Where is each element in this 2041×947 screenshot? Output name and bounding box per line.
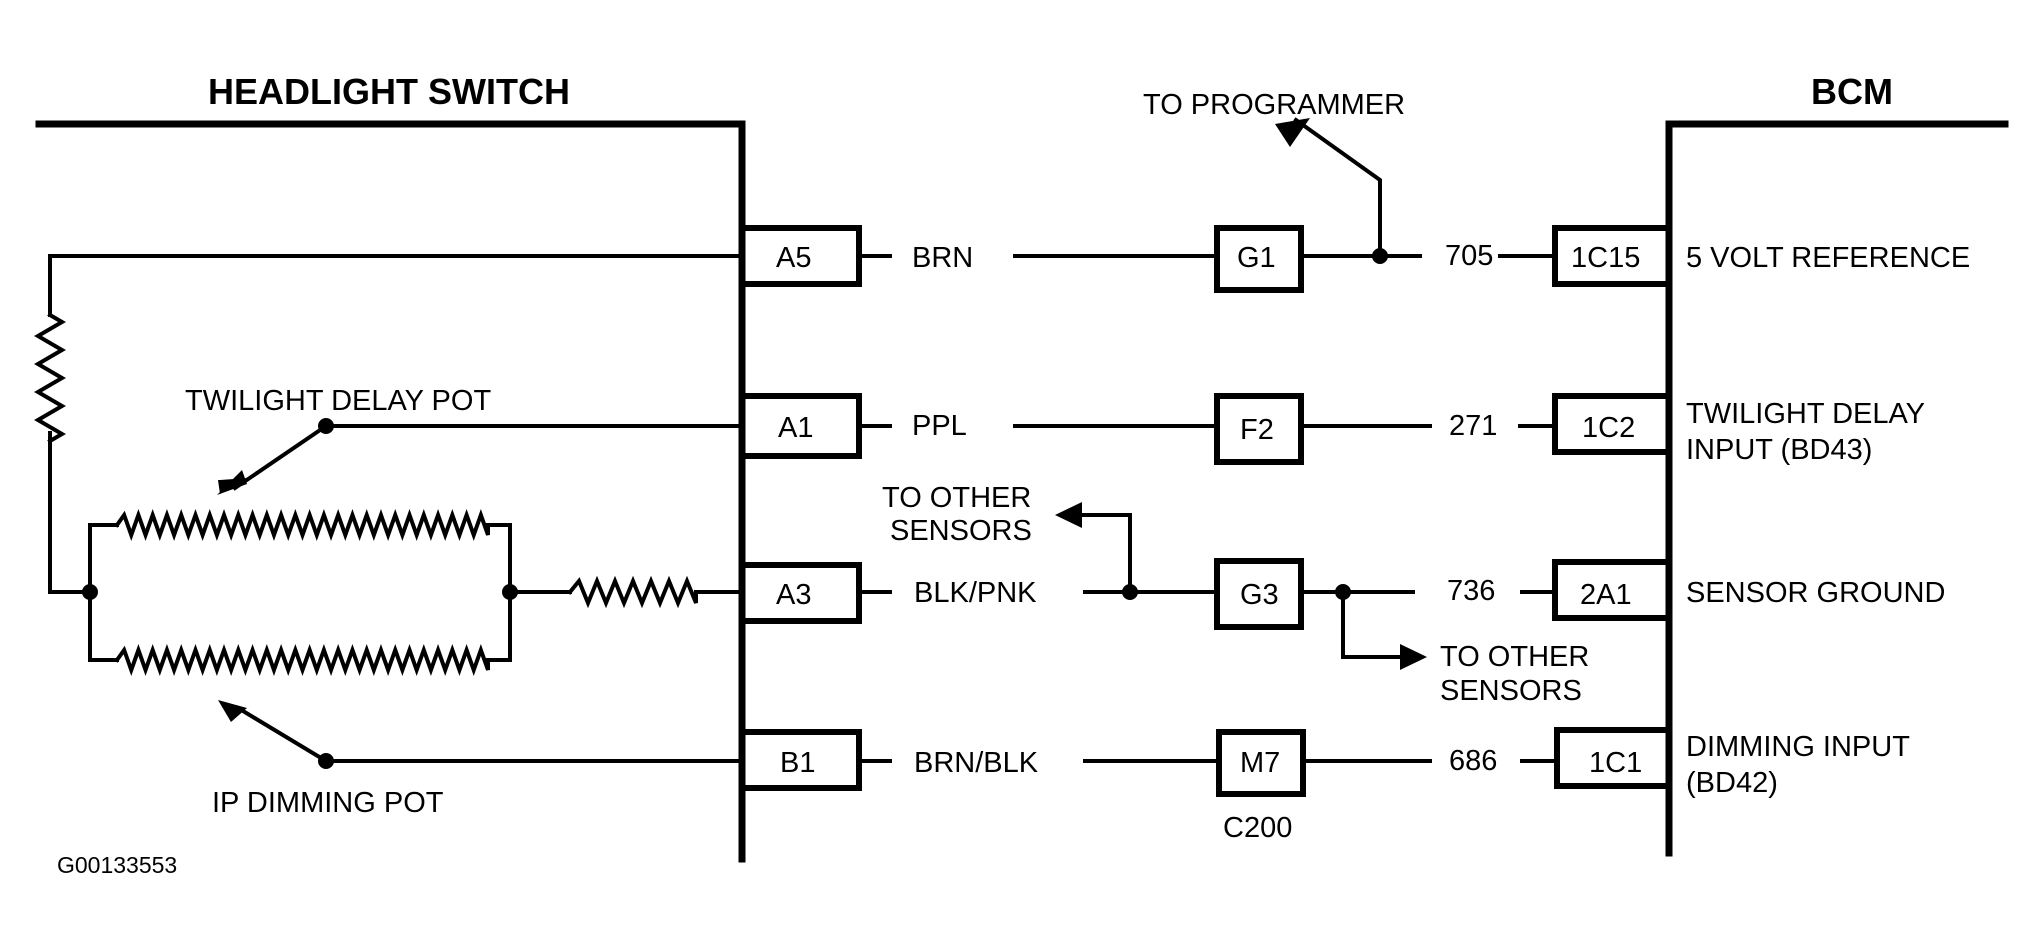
ip-dimming-wiper xyxy=(235,705,744,763)
bcm-function-sensor-ground: SENSOR GROUND xyxy=(1686,577,1945,609)
switch-pin-b1: B1 xyxy=(780,747,815,779)
inline-pin-box-f2 xyxy=(1214,393,1304,465)
circuit-705: 705 xyxy=(1445,240,1493,272)
headlight-switch-title: HEADLIGHT SWITCH xyxy=(208,71,570,112)
headlight-switch-outline xyxy=(35,120,746,863)
junction-dot xyxy=(1335,584,1351,600)
ip-dimming-pot-resistor xyxy=(114,644,490,676)
switch-pin-a3: A3 xyxy=(776,579,811,611)
wire-to-programmer xyxy=(1293,117,1382,258)
to-other-sensors-label-1b: SENSORS xyxy=(890,515,1032,547)
inline-pin-box-g1 xyxy=(1214,225,1304,293)
to-other-sensors-label-2: TO OTHER xyxy=(1440,641,1589,673)
wire-color-blk-pnk: BLK/PNK xyxy=(914,577,1037,609)
bcm-function-dimming-2: (BD42) xyxy=(1686,767,1778,799)
bcm-function-twilight-2: INPUT (BD43) xyxy=(1686,434,1872,466)
resistor-vertical xyxy=(34,312,66,444)
wire-color-brn: BRN xyxy=(912,242,973,274)
circuit-736: 736 xyxy=(1447,575,1495,607)
wire-to-other-sensors-1 xyxy=(1073,513,1132,594)
bcm-pin-2a1: 2A1 xyxy=(1580,579,1632,611)
junction-dot xyxy=(82,584,98,600)
bcm-pin-1c2: 1C2 xyxy=(1582,412,1635,444)
bcm-pin-1c15: 1C15 xyxy=(1571,242,1640,274)
to-other-sensors-arrow-icon-2 xyxy=(1400,644,1427,670)
bcm-pin-1c1: 1C1 xyxy=(1589,747,1642,779)
bcm-function-dimming-1: DIMMING INPUT xyxy=(1686,731,1910,763)
pot-frame-left xyxy=(88,523,119,594)
junction-dot xyxy=(318,418,334,434)
junction-dot xyxy=(1372,248,1388,264)
to-other-sensors-arrow-icon-1 xyxy=(1055,502,1082,528)
figure-id: G00133553 xyxy=(57,852,177,878)
wire-a5-internal xyxy=(48,254,744,317)
circuit-271: 271 xyxy=(1449,410,1497,442)
wire-color-ppl: PPL xyxy=(912,410,967,442)
wire-color-brn-blk: BRN/BLK xyxy=(914,747,1039,779)
to-other-sensors-label-1: TO OTHER xyxy=(882,482,1031,514)
switch-pin-a5: A5 xyxy=(776,242,811,274)
twilight-delay-pot-resistor xyxy=(114,509,490,541)
inline-pin-f2: F2 xyxy=(1240,414,1274,446)
to-programmer-arrow-icon xyxy=(1275,118,1310,147)
series-resistor xyxy=(567,575,698,609)
inline-pin-g1: G1 xyxy=(1237,242,1276,274)
junction-dot xyxy=(318,753,334,769)
bcm-title: BCM xyxy=(1811,71,1893,112)
junction-dot xyxy=(502,584,518,600)
to-other-sensors-label-2b: SENSORS xyxy=(1440,675,1582,707)
wire-to-other-sensors-2 xyxy=(1341,590,1407,659)
inline-pin-g3: G3 xyxy=(1240,579,1279,611)
ip-dimming-pot-label: IP DIMMING POT xyxy=(212,787,444,819)
switch-pin-a1: A1 xyxy=(778,412,813,444)
connector-c200-label: C200 xyxy=(1223,812,1292,844)
twilight-delay-pot-label: TWILIGHT DELAY POT xyxy=(185,385,491,417)
twilight-delay-wiper xyxy=(232,424,744,491)
circuit-686: 686 xyxy=(1449,745,1497,777)
ip-pot-arrow-icon xyxy=(218,700,247,722)
bcm-function-5v-ref: 5 VOLT REFERENCE xyxy=(1686,242,1970,274)
to-programmer-label: TO PROGRAMMER xyxy=(1143,89,1405,121)
inline-pin-m7: M7 xyxy=(1240,747,1280,779)
junction-dot xyxy=(1122,584,1138,600)
bcm-pin-box-1c1 xyxy=(1554,727,1672,789)
bcm-function-twilight-1: TWILIGHT DELAY xyxy=(1686,398,1925,430)
